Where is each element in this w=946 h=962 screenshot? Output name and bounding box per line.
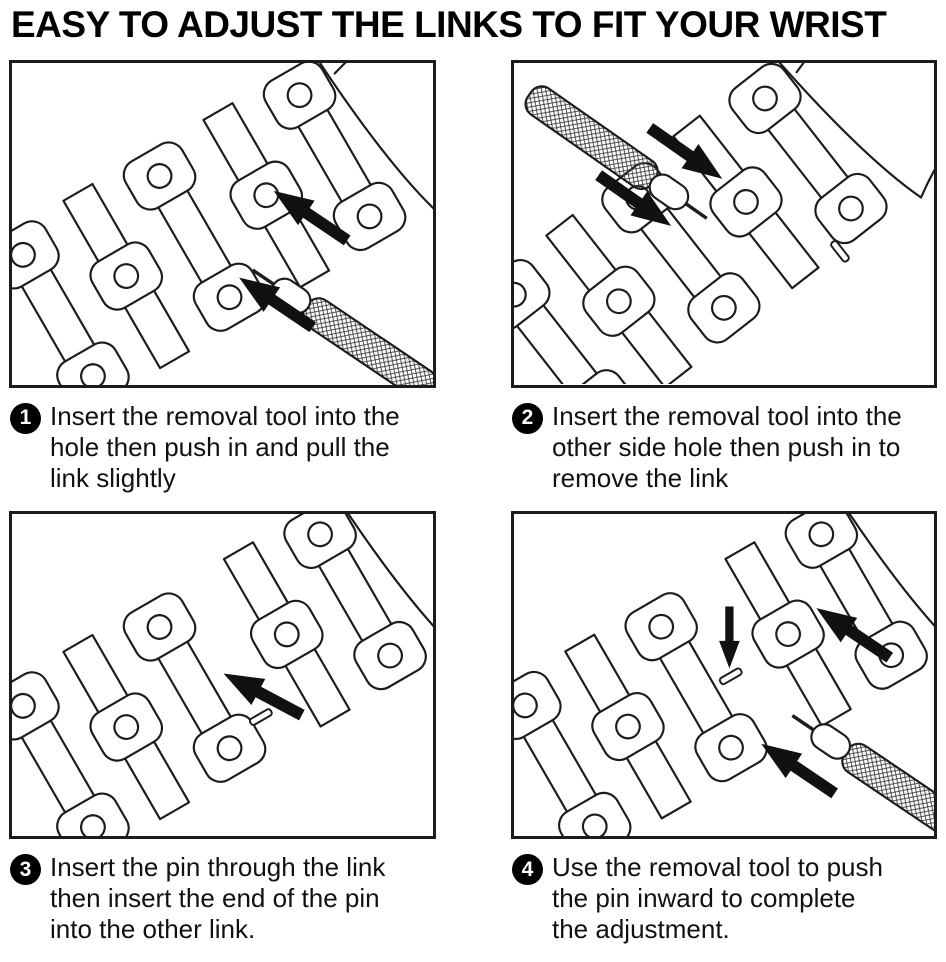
watch-band-diagram-step-1 (12, 62, 433, 385)
watch-band-diagram-step-2 (514, 62, 934, 385)
step-3-caption: 3 Insert the pin through the link then i… (9, 839, 436, 962)
step-1-number-badge: 1 (10, 402, 41, 434)
step-1-illustration-panel (9, 59, 436, 388)
step-3-illustration-panel (9, 510, 436, 840)
step-2-number-badge: 2 (512, 402, 543, 434)
step-2-illustration-panel (511, 59, 937, 388)
link-pin-icon (717, 666, 744, 687)
watch-band-left-icon (514, 586, 774, 836)
page-title: EASY TO ADJUST THE LINKS TO FIT YOUR WRI… (11, 4, 887, 45)
watch-band-left-icon (12, 586, 273, 837)
removal-tool-icon (242, 254, 433, 385)
watch-band-diagram-step-3 (12, 513, 433, 837)
link-pin-icon (247, 707, 274, 727)
watch-band-diagram-step-4 (514, 513, 934, 836)
step-4-text: Use the removal tool to push the pin inw… (552, 852, 883, 945)
step-4-caption: 4 Use the removal tool to push the pin i… (511, 839, 937, 962)
step-3-text: Insert the pin through the link then ins… (50, 852, 386, 945)
steps-grid: 1 Insert the removal tool into the hole … (9, 59, 937, 962)
step-4-illustration-panel (511, 510, 937, 840)
step-2-caption: 2 Insert the removal tool into the other… (511, 388, 937, 511)
step-1-text: Insert the removal tool into the hole th… (50, 400, 400, 493)
step-1-caption: 1 Insert the removal tool into the hole … (9, 388, 436, 511)
push-down-arrow-icon (719, 606, 740, 669)
watch-band-left-icon (12, 135, 273, 385)
step-4-number-badge: 4 (512, 854, 543, 886)
step-3-number-badge: 3 (10, 854, 41, 886)
step-2-text: Insert the removal tool into the other s… (552, 400, 902, 493)
